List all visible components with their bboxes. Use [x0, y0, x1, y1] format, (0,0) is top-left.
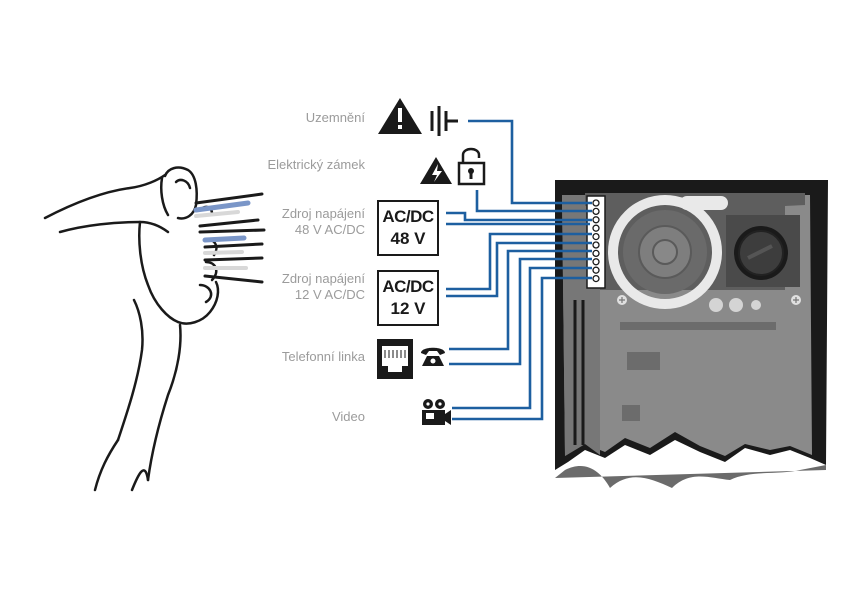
video-label: Video: [331, 409, 365, 424]
camera-lens: [726, 215, 800, 287]
psu48-label-line1: Zdroj napájení: [281, 206, 365, 221]
padlock-icon: [457, 147, 486, 186]
hand-wires: [193, 192, 266, 284]
warning-icon: [378, 98, 422, 134]
terminal-screw: [592, 224, 600, 232]
lock-label: Elektrický zámek: [267, 157, 365, 172]
terminal-screw: [592, 207, 600, 216]
terminal-screws: [592, 199, 600, 283]
psu48-label: Zdroj napájení 48 V AC/DC: [282, 206, 365, 238]
psu12-label: Zdroj napájení 12 V AC/DC: [282, 271, 365, 303]
psu-12v-box: AC/DC 12 V: [377, 270, 439, 326]
video-camera-icon: [422, 399, 451, 425]
psu12-label-line2: 12 V AC/DC: [294, 287, 365, 302]
psu-12v-type: AC/DC: [382, 277, 434, 296]
terminal-screw: [592, 216, 600, 224]
psu12-label-line1: Zdroj napájení: [281, 271, 365, 286]
terminal-screw: [592, 249, 600, 258]
terminal-screw: [592, 199, 600, 207]
terminal-screw: [592, 266, 600, 274]
psu-48v-box: AC/DC 48 V: [377, 200, 439, 256]
psu-48v-voltage: 48 V: [390, 229, 426, 248]
psu-12v-voltage: 12 V: [390, 299, 426, 318]
terminal-screw: [592, 274, 600, 283]
telephone-icon: [421, 347, 445, 366]
terminal-screw: [592, 241, 600, 249]
ground-label: Uzemnění: [305, 110, 365, 125]
pcb-components: [617, 295, 801, 312]
terminal-screw: [592, 232, 600, 241]
blue-wiring: [446, 119, 592, 421]
hand-illustration: [43, 166, 220, 492]
terminal-screw: [592, 258, 600, 266]
phone-label: Telefonní linka: [281, 349, 365, 364]
psu-48v-type: AC/DC: [382, 207, 434, 226]
ground-icon: [430, 106, 458, 136]
electric-warning-icon: [420, 157, 452, 184]
rj-jack-icon: [377, 339, 413, 379]
speaker: [608, 195, 728, 309]
psu48-label-line2: 48 V AC/DC: [294, 222, 365, 237]
